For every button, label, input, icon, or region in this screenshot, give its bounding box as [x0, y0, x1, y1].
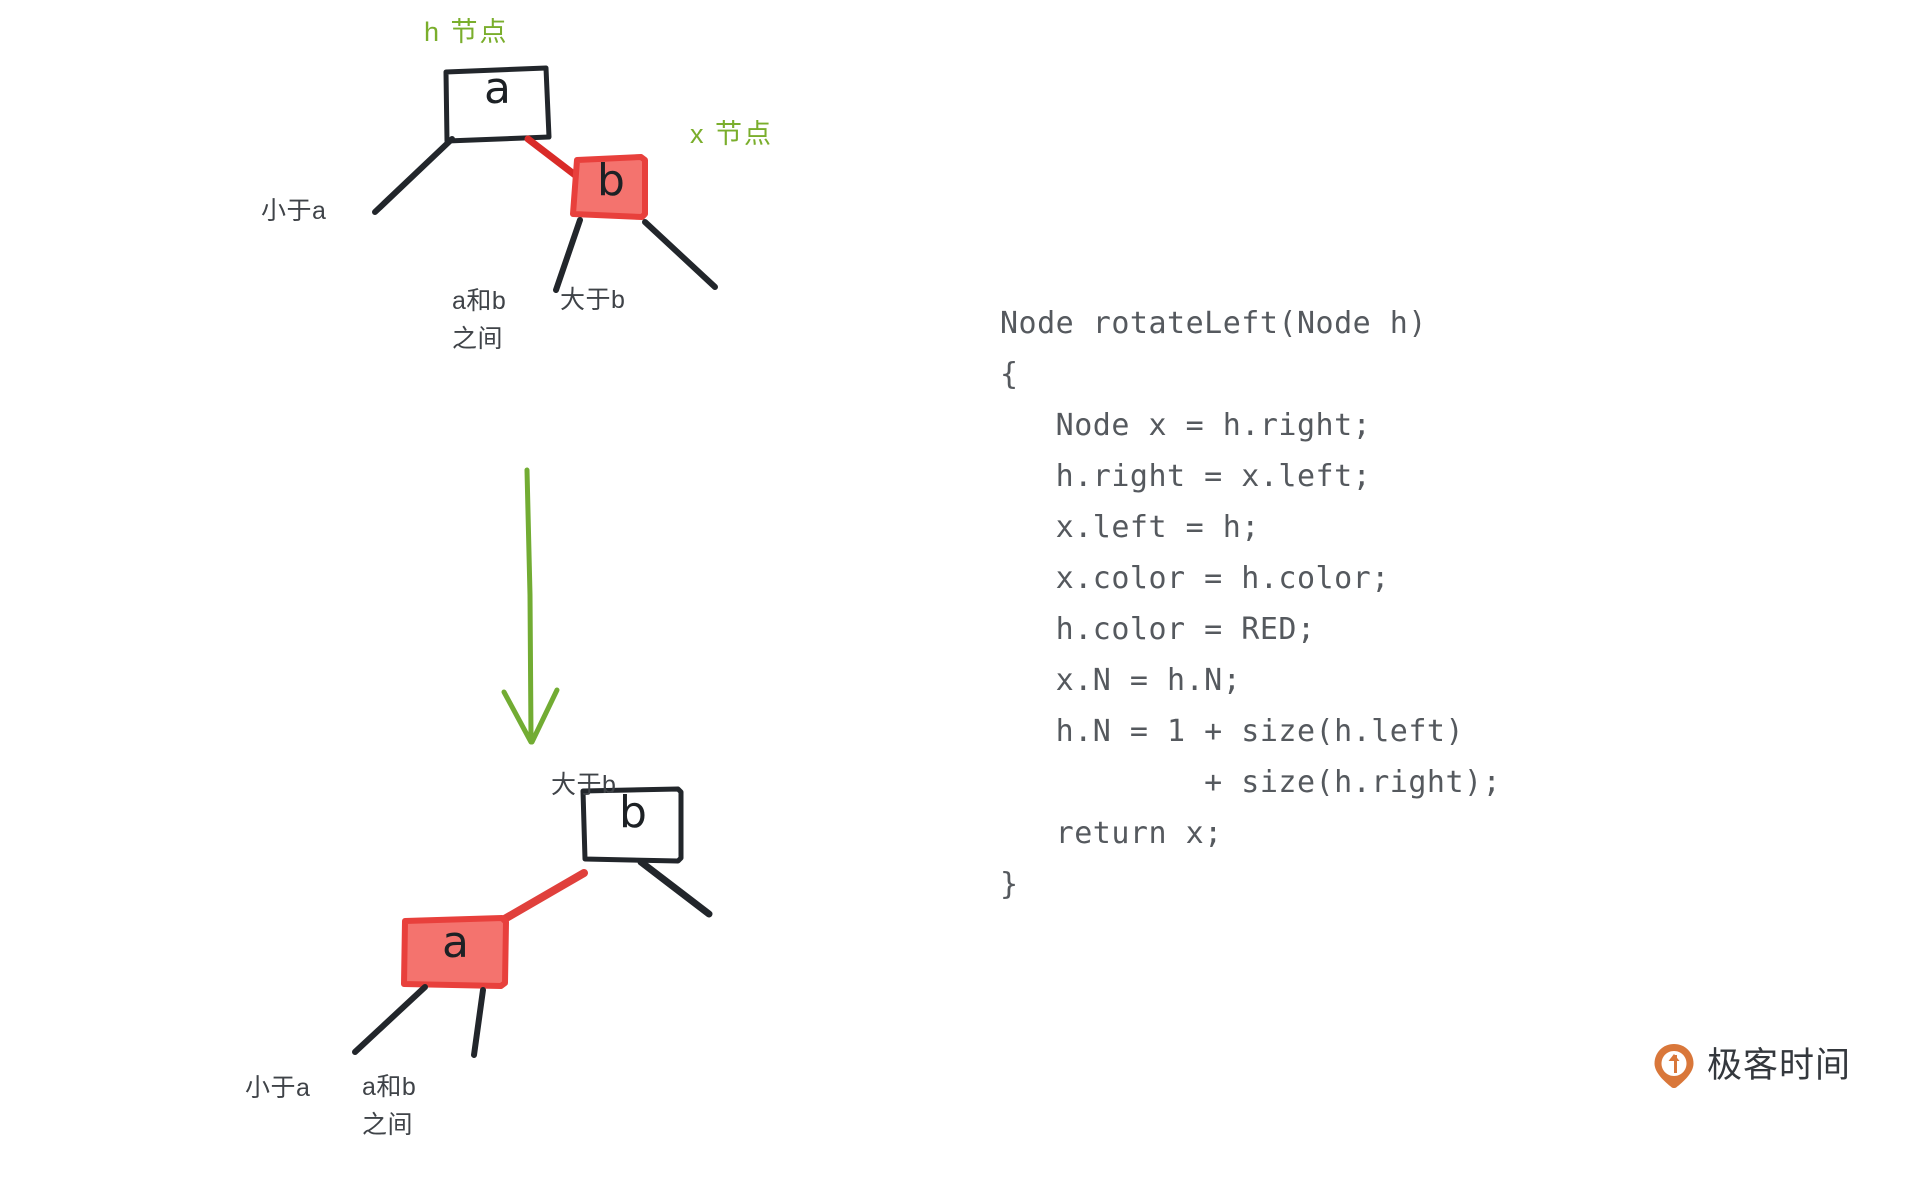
top-parent-node-box [443, 65, 552, 144]
top-edge-b-right [642, 219, 718, 290]
top-parent-node-label: h 节点 [424, 17, 509, 47]
bottom-edge-b-right [637, 858, 713, 918]
top-leaf-left-label: 小于a [261, 197, 327, 225]
top-leaf-mid-label-line1: a和b [452, 287, 507, 315]
top-edge-a-b-red [524, 135, 583, 182]
top-child-node-value: b [597, 155, 625, 206]
bottom-parent-node-value: b [619, 787, 647, 838]
bottom-leaf-mid-label-line2: 之间 [362, 1111, 414, 1139]
rotate-left-arrow-icon [501, 467, 560, 745]
bottom-edge-a-mid [471, 987, 486, 1058]
bottom-parent-node-box [580, 786, 684, 864]
top-parent-node-value: a [484, 63, 511, 114]
bottom-child-node-value: a [442, 917, 469, 968]
bottom-child-node-box [401, 915, 509, 989]
top-leaf-right-label: 大于b [560, 286, 626, 314]
bottom-leaf-right-label: 大于b [551, 771, 617, 799]
top-edge-b-mid [553, 217, 583, 293]
top-edge-a-left [372, 136, 455, 215]
brand-watermark: 极客时间 [1653, 1043, 1851, 1089]
top-child-node-box [570, 154, 648, 220]
brand-name: 极客时间 [1707, 1045, 1852, 1086]
bottom-leaf-mid-label-line1: a和b [362, 1073, 417, 1101]
geektime-logo-icon [1653, 1043, 1695, 1089]
bottom-edge-a-left [352, 984, 428, 1055]
top-child-node-label: x 节点 [690, 119, 774, 149]
bottom-leaf-left-label: 小于a [245, 1074, 311, 1102]
top-leaf-mid-label-line2: 之间 [452, 325, 504, 353]
bottom-edge-b-a-red-line [497, 869, 588, 925]
code-block: Node rotateLeft(Node h) { Node x = h.rig… [1000, 306, 1502, 902]
